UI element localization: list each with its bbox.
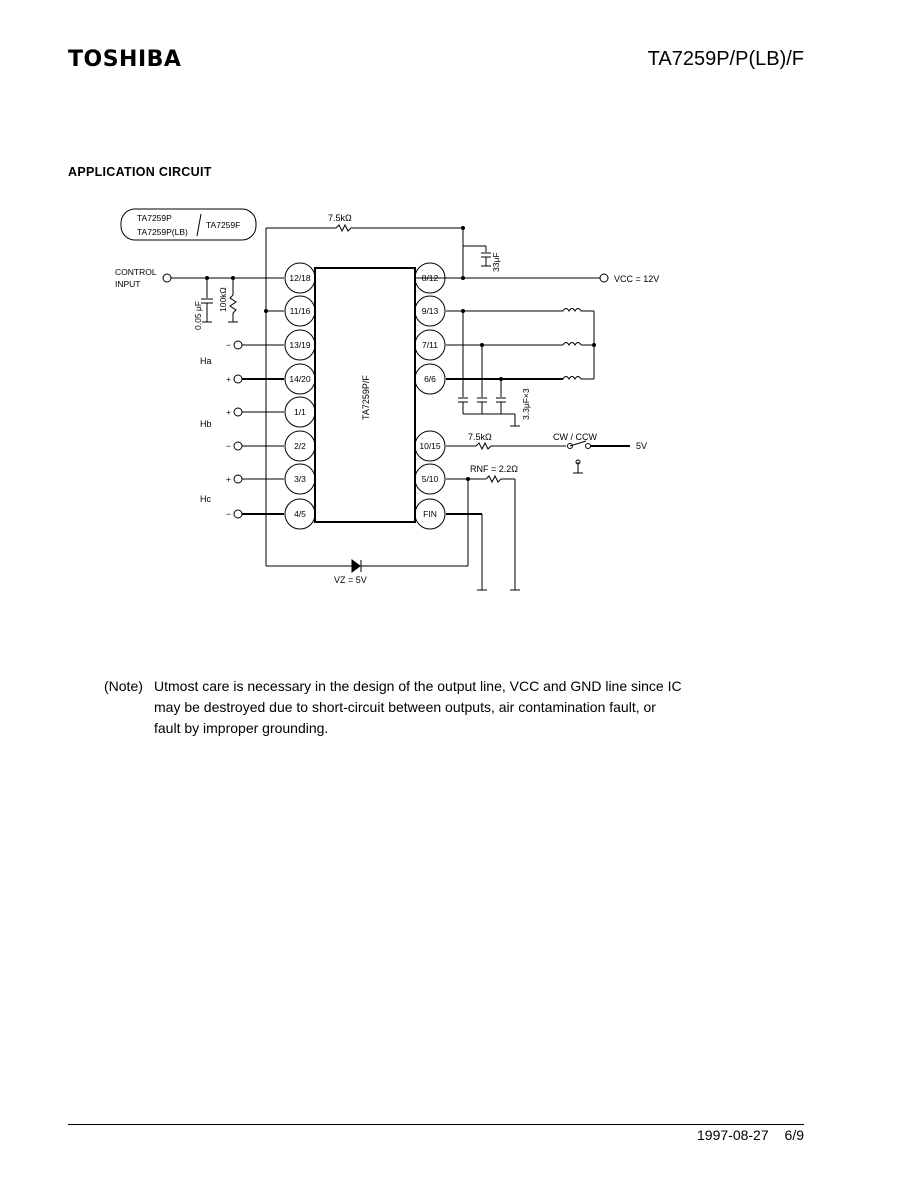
right-pin-7: FIN [423, 509, 437, 519]
variant-box [120, 208, 257, 241]
hc-label: Hc [200, 494, 211, 504]
right-pin-2: 9/13 [422, 306, 439, 316]
cw-ccw-label: CW / CCW [553, 432, 597, 442]
right-pin-1: 8/12 [422, 273, 439, 283]
note-line-2: may be destroyed due to short-circuit be… [154, 699, 656, 715]
right-pin-circles [414, 262, 446, 530]
left-pin-3: 13/19 [289, 340, 311, 350]
right-pin-5: 10/15 [419, 441, 441, 451]
left-pin-circles [284, 262, 316, 530]
brand-logo: TOSHIBA [68, 47, 182, 72]
hc-plus: + [226, 474, 231, 484]
hb-minus: − [226, 441, 231, 451]
left-pin-5: 1/1 [294, 407, 306, 417]
res-100k-label: 100kΩ [218, 287, 228, 312]
hc-minus: − [226, 509, 231, 519]
ha-label: Ha [200, 356, 212, 366]
chip-label: TA7259P/F [361, 375, 371, 420]
left-pin-8: 4/5 [294, 509, 306, 519]
application-circuit-diagram: TA7259P TA7259P(LB) TA7259F CONTROL INPU… [115, 208, 659, 591]
res-top-label: 7.5kΩ [328, 213, 352, 223]
left-pin-7: 3/3 [294, 474, 306, 484]
footer-divider [68, 1124, 804, 1125]
cap-005-label: 0.05 μF [193, 301, 203, 330]
variant-right: TA7259F [206, 220, 240, 230]
caps-33x3-label: 3.3μF×3 [521, 388, 531, 420]
right-pin-6: 5/10 [422, 474, 439, 484]
footer-date: 1997-08-27 [697, 1127, 769, 1143]
rnf-label: RNF = 2.2Ω [470, 464, 518, 474]
section-title: APPLICATION CIRCUIT [68, 165, 212, 179]
vz-label: VZ = 5V [334, 575, 367, 585]
vcc-label: VCC = 12V [614, 274, 659, 284]
note-block: (Note) Utmost care is necessary in the d… [104, 676, 774, 739]
note-line-3: fault by improper grounding. [154, 720, 329, 736]
ha-minus: − [226, 340, 231, 350]
control-input-label-2: INPUT [115, 279, 141, 289]
res-75k-label: 7.5kΩ [468, 432, 492, 442]
part-number: TA7259P/P(LB)/F [647, 48, 804, 70]
variant-left-top: TA7259P [137, 213, 172, 223]
note-line-1: Utmost care is necessary in the design o… [154, 678, 682, 694]
left-pin-4: 14/20 [289, 374, 311, 384]
cap-33-label: 33μF [491, 252, 501, 272]
left-pin-6: 2/2 [294, 441, 306, 451]
note-label: (Note) [104, 678, 143, 694]
control-input-label-1: CONTROL [115, 267, 157, 277]
left-pin-2: 11/16 [290, 306, 311, 316]
ha-plus: + [226, 374, 231, 384]
ic-body [314, 267, 416, 523]
right-pin-3: 7/11 [422, 340, 438, 350]
hb-plus: + [226, 407, 231, 417]
right-pin-4: 6/6 [424, 374, 436, 384]
footer: 1997-08-27 6/9 [685, 1127, 804, 1143]
variant-left-bottom: TA7259P(LB) [137, 227, 188, 237]
hb-label: Hb [200, 419, 212, 429]
footer-page: 6/9 [784, 1127, 804, 1143]
v5-label: 5V [636, 441, 647, 451]
left-pin-1: 12/18 [289, 273, 311, 283]
